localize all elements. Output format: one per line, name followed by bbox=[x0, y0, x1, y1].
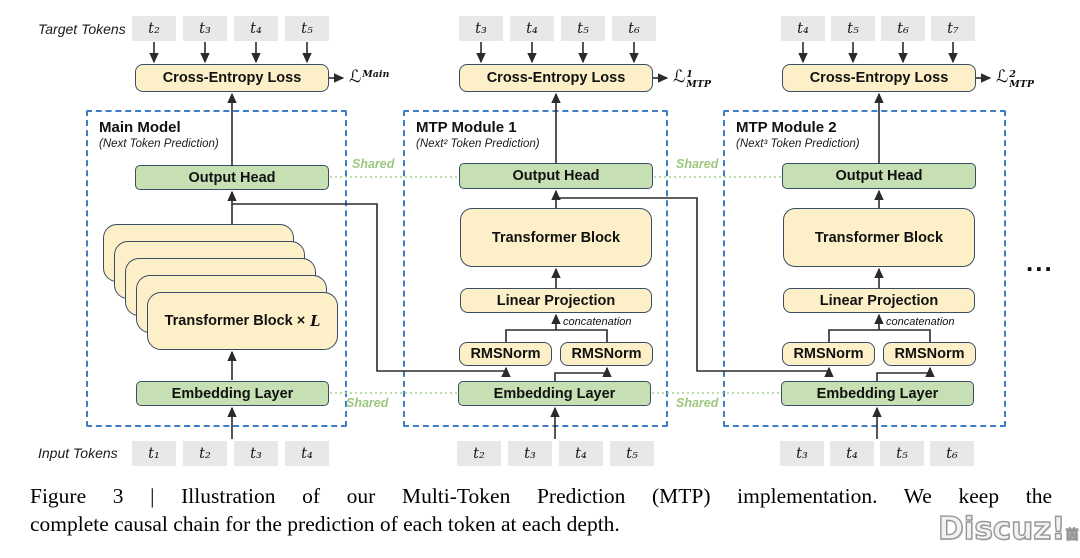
concatenation-label: concatenation bbox=[563, 316, 632, 328]
output-head-box: Output Head bbox=[135, 165, 329, 190]
token: t₄ bbox=[781, 16, 825, 41]
transformer-block-box: Transformer Block bbox=[460, 208, 652, 267]
figure-caption-line1: Figure 3 | Illustration of our Multi-Tok… bbox=[30, 484, 1052, 508]
embedding-layer-box: Embedding Layer bbox=[136, 381, 329, 406]
main-model-subtitle: (Next Token Prediction) bbox=[99, 137, 219, 150]
loss-base: ℒ bbox=[349, 67, 362, 87]
transformer-block-box: Transformer Block bbox=[783, 208, 975, 267]
cross-entropy-loss-box: Cross-Entropy Loss bbox=[459, 64, 653, 92]
shared-label: Shared bbox=[676, 396, 719, 410]
mtp-module-2-title: MTP Module 2 bbox=[736, 119, 837, 136]
continuation-ellipsis: ... bbox=[1026, 247, 1054, 277]
output-head-box: Output Head bbox=[459, 163, 653, 189]
token: t₇ bbox=[931, 16, 975, 41]
token: t₅ bbox=[880, 441, 924, 466]
rmsnorm-box: RMSNorm bbox=[459, 342, 552, 366]
embedding-layer-box: Embedding Layer bbox=[781, 381, 974, 406]
linear-projection-box: Linear Projection bbox=[460, 288, 652, 313]
token: t₄ bbox=[510, 16, 554, 41]
embedding-layer-box: Embedding Layer bbox=[458, 381, 651, 406]
token: t₆ bbox=[612, 16, 656, 41]
rmsnorm-box: RMSNorm bbox=[782, 342, 875, 366]
rmsnorm-box: RMSNorm bbox=[560, 342, 653, 366]
token: t₅ bbox=[561, 16, 605, 41]
token: t₆ bbox=[881, 16, 925, 41]
loss-sub: MTP bbox=[1009, 79, 1034, 91]
loss-sup: 1 bbox=[686, 69, 693, 80]
loss-sup: 2 bbox=[1009, 69, 1016, 80]
discuz-watermark: Discuz!茵 bbox=[937, 510, 1079, 547]
loss-base: ℒ bbox=[996, 67, 1009, 87]
figure-caption-line2: complete causal chain for the prediction… bbox=[30, 512, 620, 536]
token: t₄ bbox=[559, 441, 603, 466]
watermark-suffix: 茵 bbox=[1065, 528, 1079, 544]
cross-entropy-loss-box: Cross-Entropy Loss bbox=[135, 64, 329, 92]
token: t₁ bbox=[132, 441, 176, 466]
token: t₄ bbox=[234, 16, 278, 41]
shared-label: Shared bbox=[346, 396, 389, 410]
concatenation-label: concatenation bbox=[886, 316, 955, 328]
shared-label: Shared bbox=[352, 157, 395, 171]
token: t₃ bbox=[459, 16, 503, 41]
mtp-module-1-subtitle: (Next² Token Prediction) bbox=[416, 137, 540, 150]
cross-entropy-loss-box: Cross-Entropy Loss bbox=[782, 64, 976, 92]
mtp-module-2-box: MTP Module 2 (Next³ Token Prediction) bbox=[723, 110, 1006, 427]
input-tokens-label: Input Tokens bbox=[38, 445, 118, 461]
loss-label-main: ℒ Main bbox=[349, 67, 389, 87]
output-head-box: Output Head bbox=[782, 163, 976, 189]
token: t₃ bbox=[183, 16, 227, 41]
transformer-block-xl-box: Transformer Block × L bbox=[147, 292, 338, 350]
token: t₂ bbox=[132, 16, 176, 41]
linear-projection-box: Linear Projection bbox=[783, 288, 975, 313]
watermark-text: Discuz! bbox=[937, 510, 1066, 547]
token: t₃ bbox=[234, 441, 278, 466]
token: t₅ bbox=[831, 16, 875, 41]
loss-base: ℒ bbox=[673, 67, 686, 87]
token: t₅ bbox=[285, 16, 329, 41]
token: t₂ bbox=[457, 441, 501, 466]
transformer-label: Transformer Block × bbox=[164, 313, 306, 329]
token: t₄ bbox=[830, 441, 874, 466]
mtp-module-1-title: MTP Module 1 bbox=[416, 119, 517, 136]
mtp-module-2-subtitle: (Next³ Token Prediction) bbox=[736, 137, 860, 150]
shared-label: Shared bbox=[676, 157, 719, 171]
target-tokens-label: Target Tokens bbox=[38, 21, 126, 37]
main-model-title: Main Model bbox=[99, 119, 181, 136]
rmsnorm-box: RMSNorm bbox=[883, 342, 976, 366]
token: t₄ bbox=[285, 441, 329, 466]
mtp-module-1-box: MTP Module 1 (Next² Token Prediction) bbox=[403, 110, 668, 427]
token: t₆ bbox=[930, 441, 974, 466]
transformer-depth-var: L bbox=[310, 312, 321, 330]
token: t₅ bbox=[610, 441, 654, 466]
loss-sub: MTP bbox=[686, 79, 711, 91]
loss-sub: Main bbox=[362, 69, 390, 80]
token: t₂ bbox=[183, 441, 227, 466]
token: t₃ bbox=[780, 441, 824, 466]
token: t₃ bbox=[508, 441, 552, 466]
